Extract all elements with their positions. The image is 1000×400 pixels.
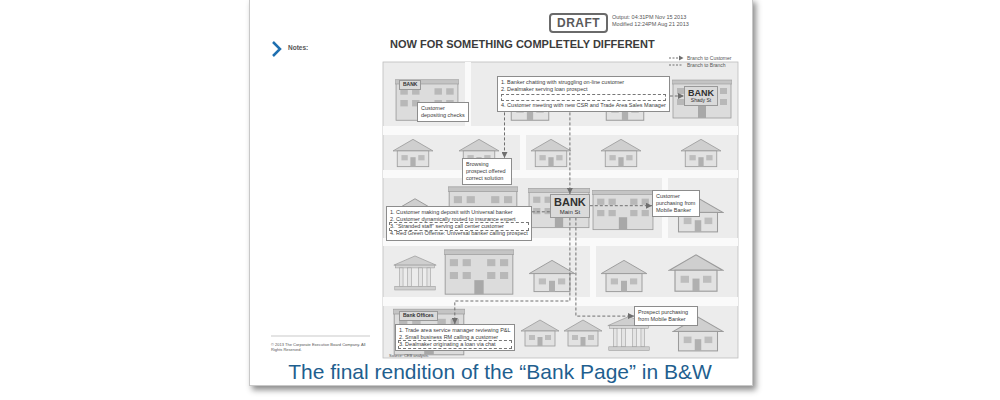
notes-heading: Notes: <box>288 44 308 51</box>
source-note: Source: CEB analysis. <box>389 353 429 358</box>
timestamp: Modified 12:24PM Aug 21 2013 <box>612 21 689 27</box>
callout-box: Browsing prospect offered correct soluti… <box>462 158 512 185</box>
box-text: 2. Small business RM calling a customer <box>399 334 511 341</box>
dashed-connector <box>670 96 684 97</box>
dashed-connector <box>569 112 570 194</box>
legend-row: Branch to Branch <box>668 61 731 68</box>
dashed-connector <box>590 205 652 206</box>
box-text: Browsing prospect offered correct soluti… <box>466 161 508 182</box>
box-text: Customer purchasing from Mobile Banker <box>656 193 696 214</box>
map-ground <box>383 62 738 358</box>
box-text: 1. Trade area service manager reviewing … <box>399 327 511 334</box>
bank-sign: BANKMain St <box>550 194 590 218</box>
notes-chevron <box>273 42 280 56</box>
box-text: 1. Banker chatting with struggling on-li… <box>501 79 666 86</box>
callout-box: Customer purchasing from Mobile Banker <box>652 190 700 217</box>
page-title: NOW FOR SOMETHING COMPLETELY DIFFERENT <box>390 38 655 50</box>
box-text: 4. Red Green Offense: Universal banker c… <box>390 230 528 237</box>
box-text: 4. Customer meeting with new CSR and Tra… <box>501 102 666 109</box>
box-text: 3. Dealmaker originating a loan via chat <box>399 341 511 348</box>
streets <box>383 62 738 306</box>
box-text: Customer depositing checks <box>421 105 465 119</box>
callout-box: 1. Banker chatting with struggling on-li… <box>497 76 670 112</box>
callout-box: 1. Trade area service manager reviewing … <box>395 324 515 351</box>
legend-sample <box>668 55 684 61</box>
legend: Branch to CustomerBranch to Branch <box>668 54 731 68</box>
box-text: 2. Dealmaker serving loan prospect <box>501 86 666 93</box>
box-text: 3. “Stranded staff” serving call center … <box>390 223 528 230</box>
timestamp: Output: 04:31PM Nov 15 2013 <box>612 14 686 20</box>
legend-row: Branch to Customer <box>668 54 731 61</box>
dashed-connector <box>532 211 550 212</box>
legend-arrowhead <box>679 55 684 60</box>
legend-text: Branch to Branch <box>687 62 726 68</box>
dashed-slot <box>501 94 666 101</box>
box-text: 2. Customer dynamically routed to insura… <box>390 216 528 223</box>
sign-text: BANK <box>554 196 586 209</box>
box-text: Prospect purchasing from Mobile Banker <box>638 309 694 323</box>
legend-sample <box>668 62 684 68</box>
legend-text: Branch to Customer <box>687 55 731 61</box>
callout-box: Prospect purchasing from Mobile Banker <box>634 306 698 326</box>
sign-text: BANK <box>688 88 714 98</box>
bank-sign: BANK <box>399 80 421 90</box>
dashed-connector <box>504 112 505 158</box>
notes-divider <box>271 336 370 337</box>
bank-sign: Bank Offices <box>399 311 438 321</box>
draft-stamp: DRAFT <box>549 13 608 33</box>
copyright-note: © 2013 The Corporate Executive Board Com… <box>271 342 366 352</box>
box-text: 1. Customer making deposit with Universa… <box>390 209 528 216</box>
caption: The final rendition of the “Bank Page” i… <box>250 360 750 384</box>
dashed-connector <box>576 218 634 317</box>
legend-line <box>669 57 679 58</box>
sign-text: Main St <box>554 209 586 216</box>
bank-sign: BANKShady St <box>684 86 718 106</box>
sign-text: Bank Offices <box>403 313 434 319</box>
callout-box: Customer depositing checks <box>417 102 469 122</box>
sign-text: Shady St <box>688 98 714 104</box>
legend-line <box>669 64 683 65</box>
callout-box: 1. Customer making deposit with Universa… <box>386 206 532 241</box>
sign-text: BANK <box>403 82 417 88</box>
